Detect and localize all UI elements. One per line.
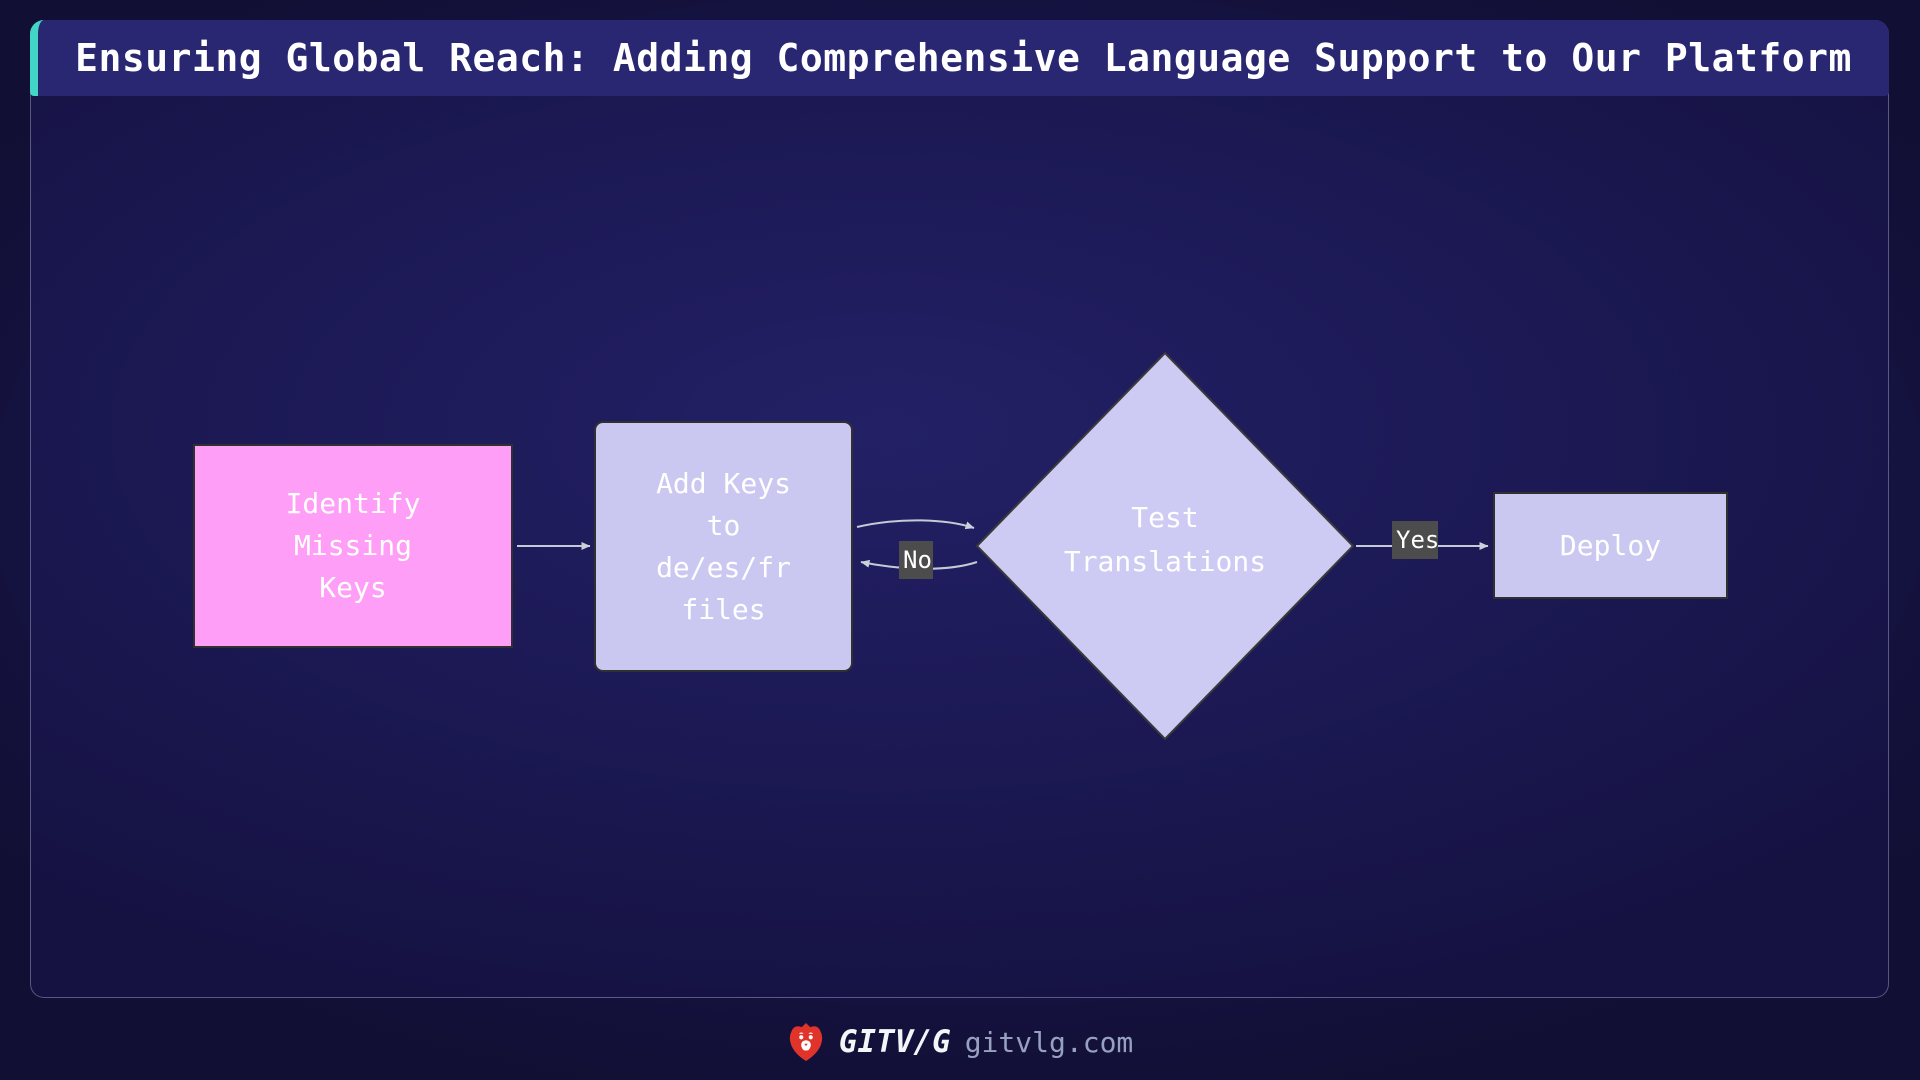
page-title: Ensuring Global Reach: Adding Comprehens… (75, 36, 1852, 80)
node-line: to (706, 508, 741, 542)
footer-url: gitvlg.com (964, 1025, 1134, 1059)
node-line: Missing (293, 529, 412, 562)
footer: GITV/G gitvlg.com (0, 1014, 1920, 1070)
node-line: Add Keys (656, 466, 791, 500)
title-bar: Ensuring Global Reach: Adding Comprehens… (30, 20, 1889, 96)
node-line: Deploy (1559, 528, 1662, 562)
node-add-keys-to-locale-files: Add Keys to de/es/fr files (594, 421, 853, 672)
node-identify-missing-keys: Identify Missing Keys (193, 444, 513, 648)
node-line: de/es/fr (656, 550, 791, 584)
brand-logo-text: GITV/G (838, 1024, 951, 1060)
node-line: files (681, 592, 766, 626)
node-line: Keys (319, 571, 387, 604)
lion-icon (789, 1023, 822, 1061)
node-deploy: Deploy (1493, 492, 1728, 599)
edge-label-yes: Yes (1392, 521, 1439, 559)
edge-label-no: No (899, 541, 933, 579)
node-line: Identify (285, 487, 421, 520)
